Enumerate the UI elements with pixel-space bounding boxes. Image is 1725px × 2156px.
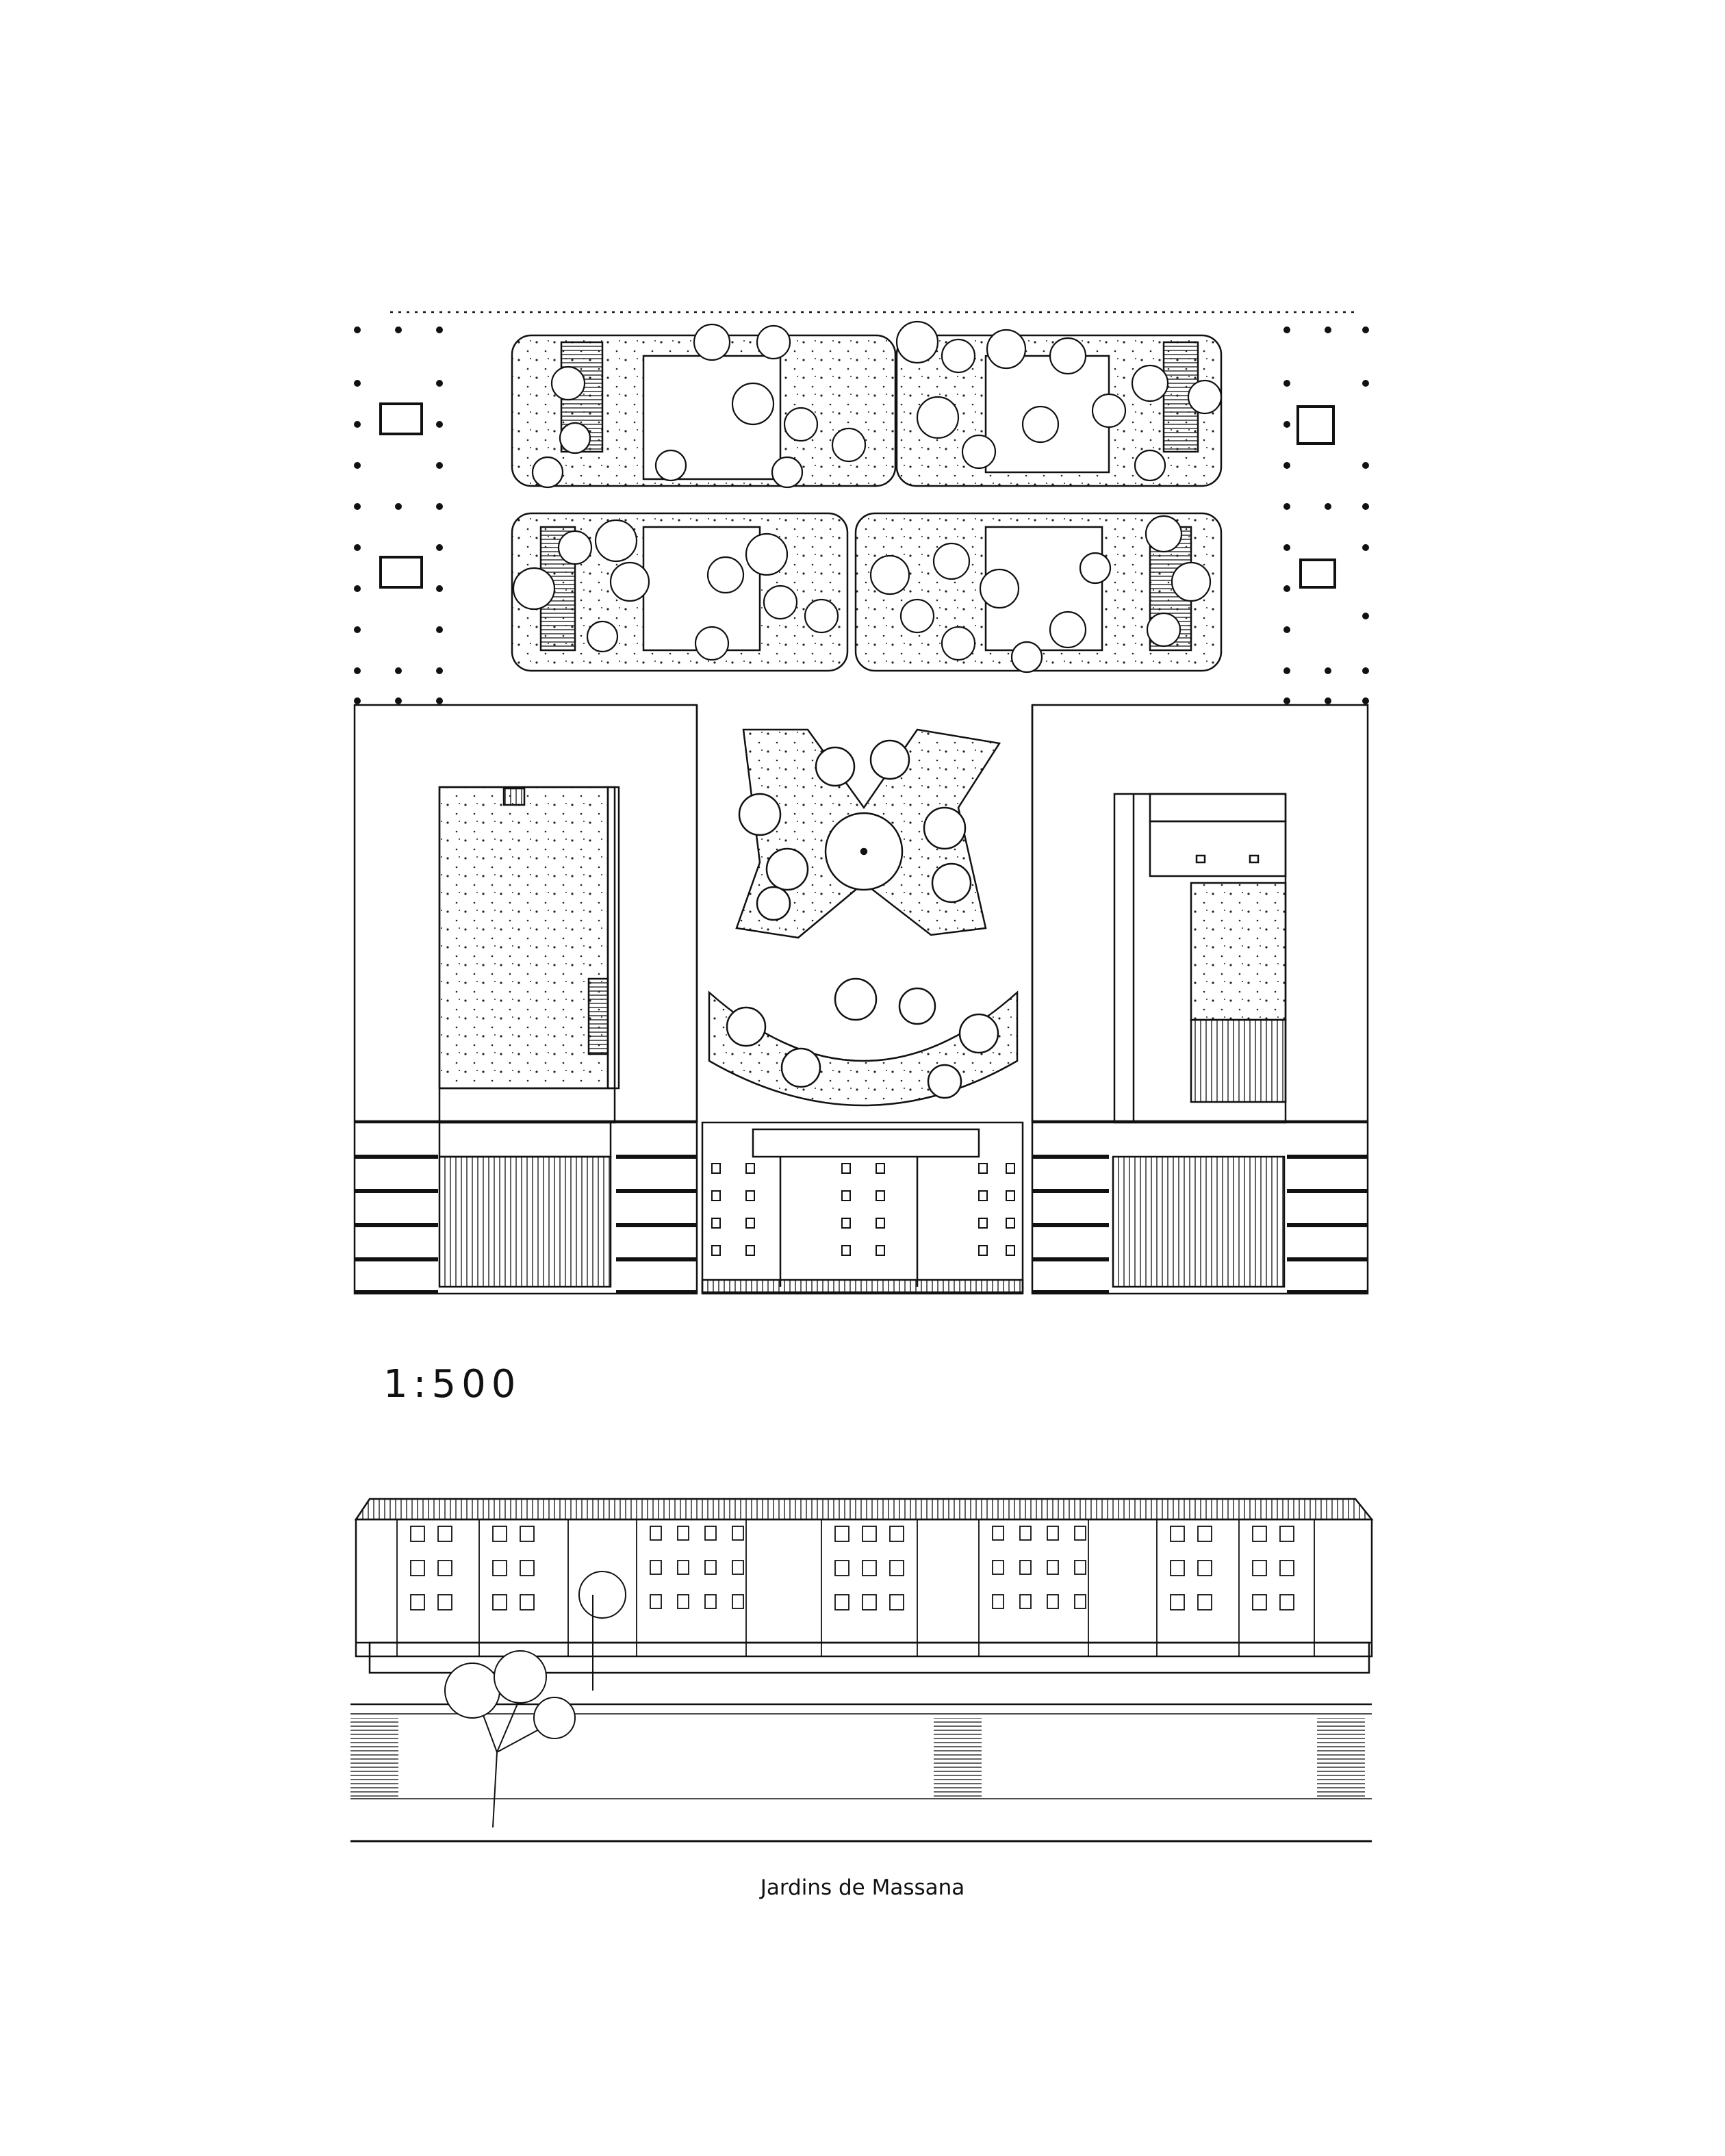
building-left bbox=[353, 704, 698, 1124]
building-bar-right bbox=[1031, 1121, 1369, 1295]
kiosk bbox=[379, 556, 423, 589]
facade bbox=[355, 1518, 1373, 1658]
street-elevation bbox=[350, 1498, 1374, 1843]
building-bar-left bbox=[353, 1121, 698, 1295]
kiosk bbox=[379, 402, 423, 435]
colonnade-right bbox=[1283, 326, 1369, 704]
elevation-windows bbox=[410, 1526, 1294, 1610]
building-bar-center bbox=[701, 1121, 1024, 1295]
roof bbox=[354, 1498, 1374, 1521]
plan-windows bbox=[711, 1163, 1015, 1256]
colonnade-left bbox=[354, 326, 443, 704]
scale-label: 1:500 bbox=[383, 1362, 522, 1407]
trees-upper bbox=[512, 320, 1223, 673]
site-plan bbox=[353, 311, 1369, 1295]
crosswalk bbox=[1317, 1718, 1365, 1797]
garden-block-upper bbox=[511, 334, 1223, 672]
kiosk bbox=[1299, 559, 1336, 589]
facade-bays bbox=[396, 1519, 1315, 1656]
crosswalk bbox=[934, 1718, 982, 1797]
kiosk bbox=[1296, 405, 1335, 445]
crosswalk bbox=[350, 1718, 398, 1797]
drawing-caption: Jardins de Massana bbox=[760, 1875, 965, 1900]
street-tree bbox=[444, 1571, 626, 1828]
building-right bbox=[1031, 704, 1369, 1124]
central-court bbox=[695, 705, 1034, 1122]
